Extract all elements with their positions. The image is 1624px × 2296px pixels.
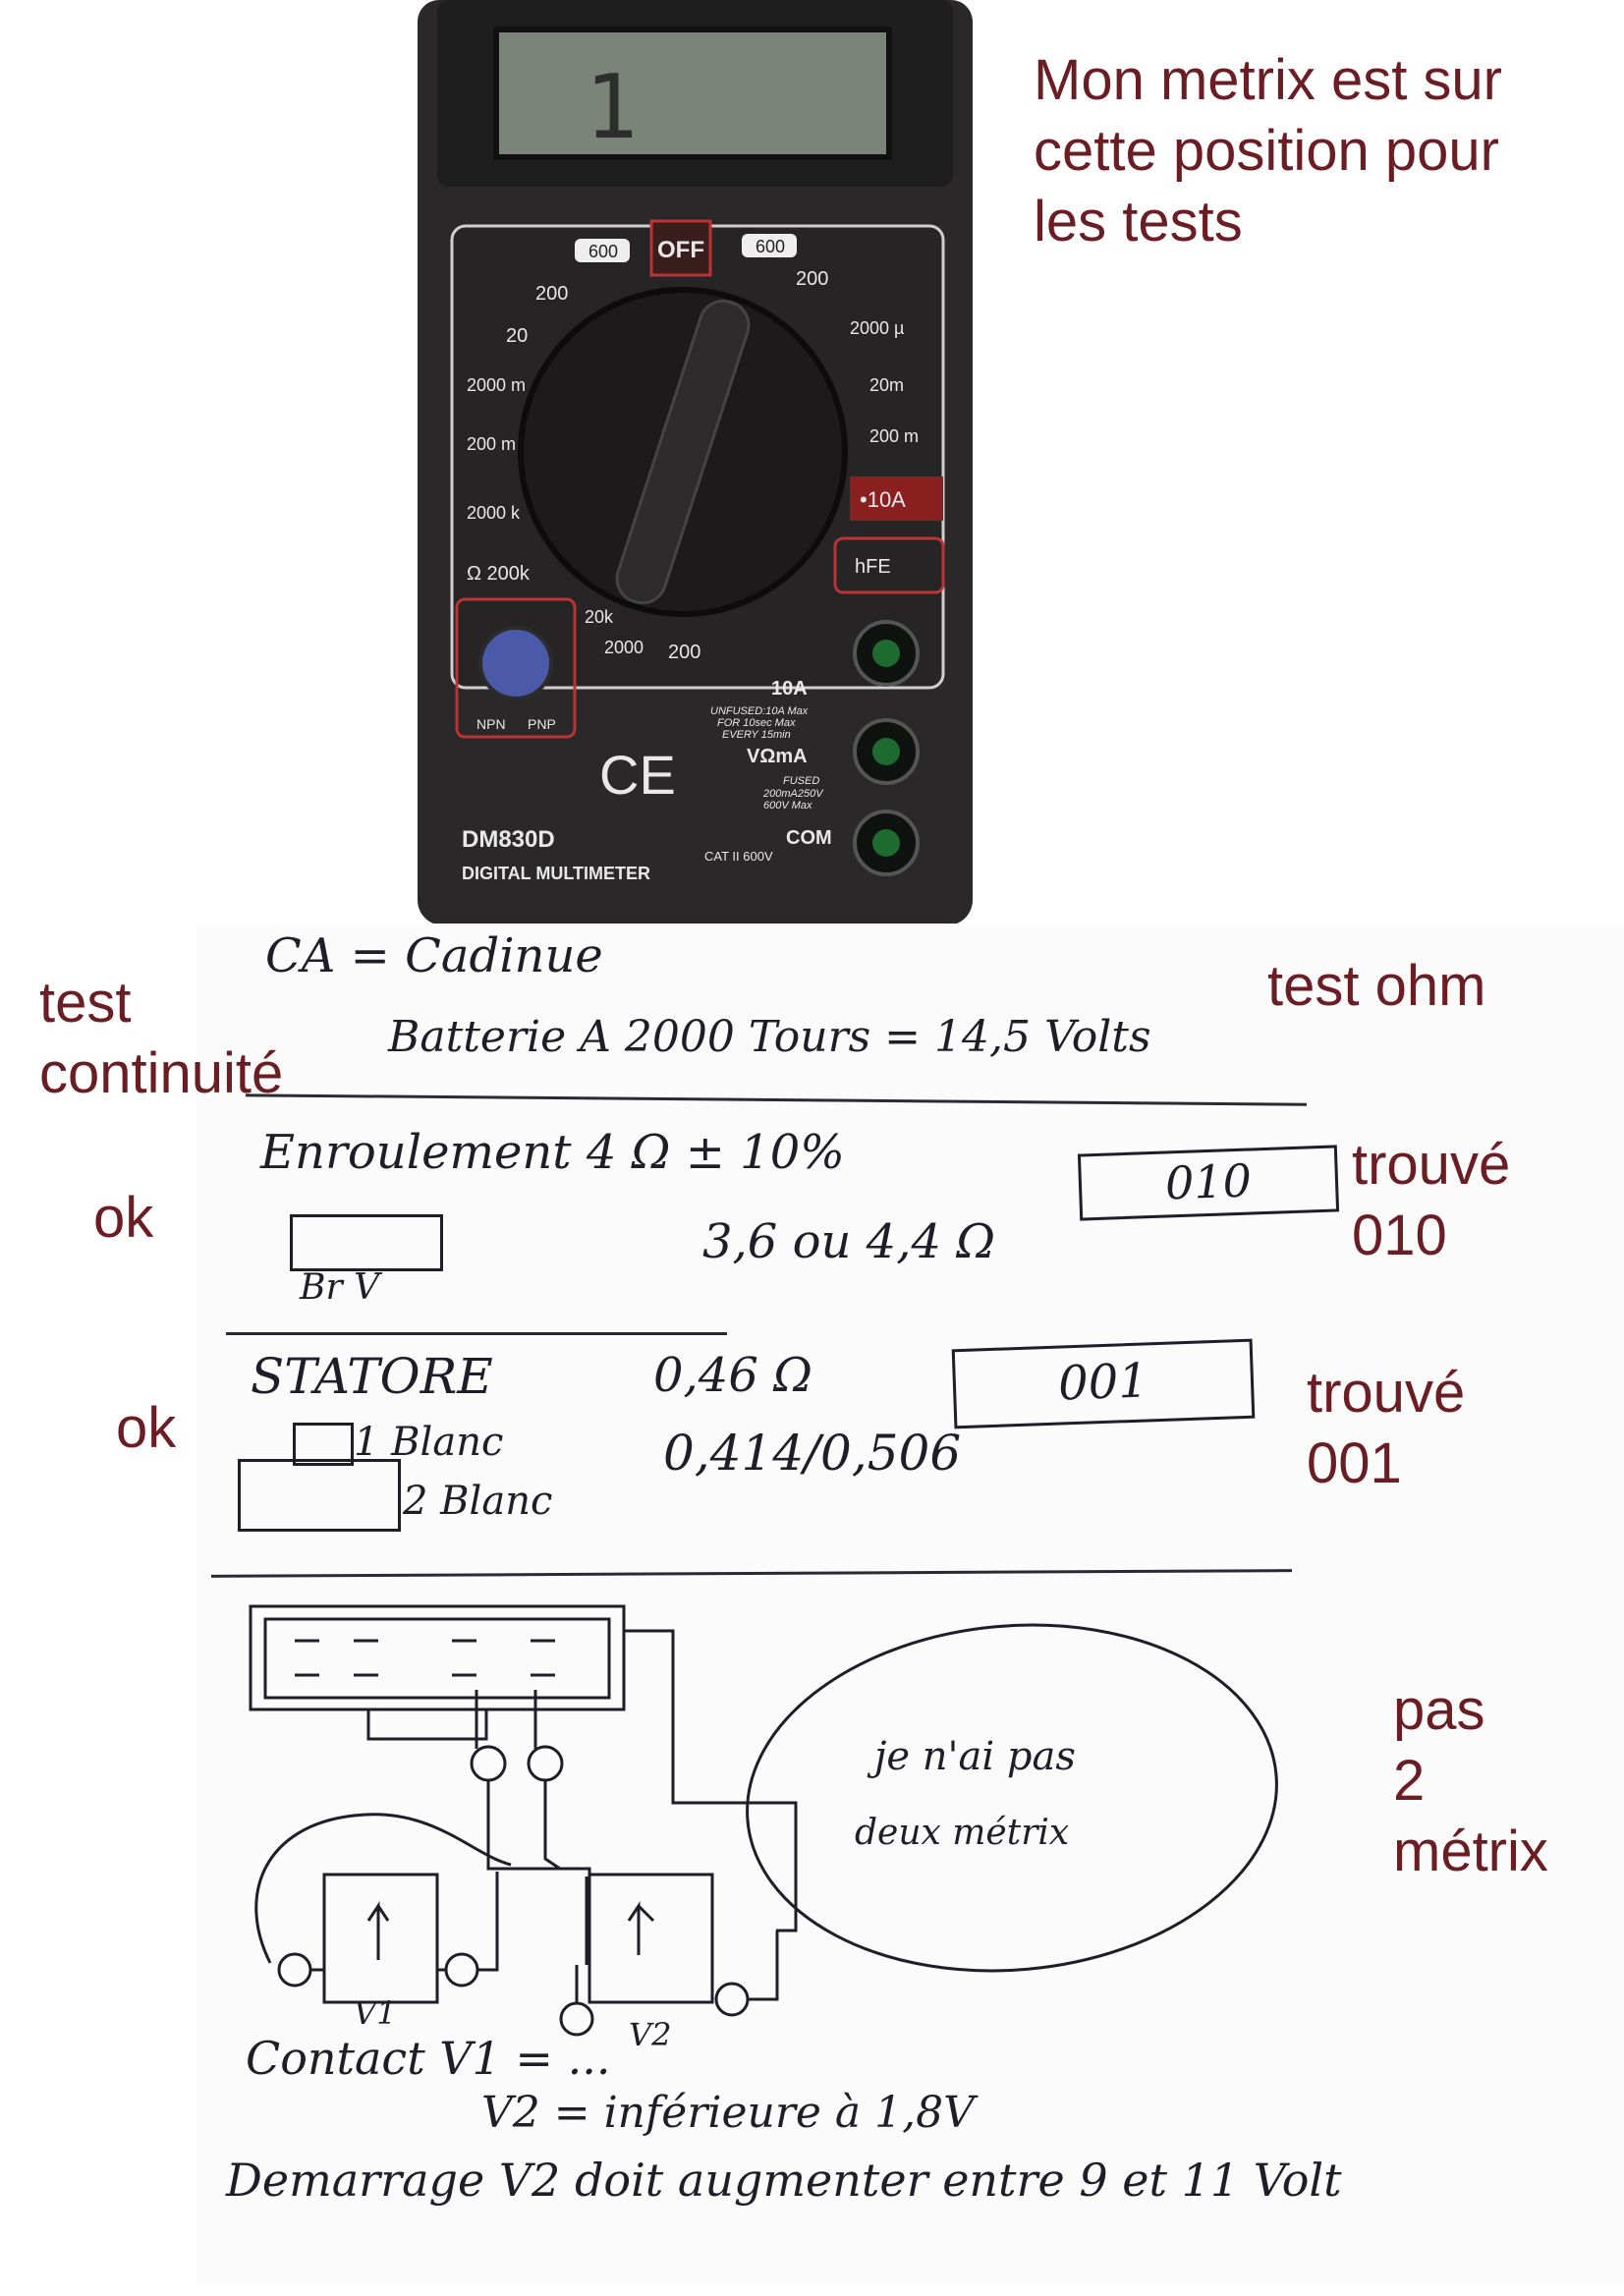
range-label: 2000 µ xyxy=(850,318,904,338)
fine-print: EVERY 15min xyxy=(722,729,791,741)
hand-note-blanc-2: 2 Blanc xyxy=(403,1479,553,1524)
fine-print: CAT II 600V xyxy=(704,849,773,864)
model-name: DM830D xyxy=(462,826,555,853)
pnp-label: PNP xyxy=(528,716,556,732)
annot-line: 001 xyxy=(1307,1430,1402,1495)
note-line: cette position pour xyxy=(1034,118,1499,183)
divider-line xyxy=(226,1332,727,1335)
off-label: OFF xyxy=(657,237,704,263)
hand-note-stator-range: 0,414/0,506 xyxy=(663,1425,962,1482)
ellipse-note-line: deux métrix xyxy=(855,1813,1070,1853)
range-label: 2000 xyxy=(604,638,644,657)
test-ohm-label: test ohm xyxy=(1267,954,1486,1018)
note-line: Mon metrix est sur xyxy=(1034,48,1502,112)
hand-note-ca: CA = Cadinue xyxy=(265,928,603,983)
annot-line: continuité xyxy=(39,1040,284,1105)
notebook-page xyxy=(196,924,1624,2284)
box-001: 001 xyxy=(951,1338,1256,1429)
note-line: les tests xyxy=(1034,189,1243,253)
connector-labels: Br V xyxy=(300,1267,380,1308)
annot-line: trouvé xyxy=(1307,1361,1466,1425)
voltmeter-v2-label: V2 xyxy=(629,2016,672,2053)
lcd-display xyxy=(493,27,892,160)
hand-note-blanc-1: 1 Blanc xyxy=(354,1420,504,1465)
range-label: Ω 200k xyxy=(467,563,531,585)
range-label: 200 xyxy=(796,268,828,290)
meter-position-note: Mon metrix est sur cette position pour l… xyxy=(1034,45,1502,257)
range-label: 20 xyxy=(506,325,528,347)
jack-label-10a: 10A xyxy=(771,678,808,700)
pas-2-metrix-label: pas 2 métrix xyxy=(1393,1675,1548,1887)
multimeter: 1 OFF 600 600 200 20 2000 m 200 m 2000 k… xyxy=(418,0,973,925)
range-label: 200 xyxy=(668,642,700,663)
fine-print: FUSED xyxy=(783,775,819,787)
range-label-10a: •10A xyxy=(860,487,906,512)
knob-pointer xyxy=(615,299,751,605)
hand-note-stator: STATORE xyxy=(251,1348,493,1405)
ok-label-1: ok xyxy=(93,1186,154,1250)
hand-note-stator-value: 0,46 Ω xyxy=(653,1348,812,1403)
box-010: 010 xyxy=(1077,1145,1340,1221)
jack-label-com: COM xyxy=(786,827,832,849)
range-label: 2000 k xyxy=(467,503,521,523)
hand-note-contact: Contact V1 = ... xyxy=(246,2032,611,2085)
ellipse-note-line: je n'ai pas xyxy=(874,1734,1076,1779)
fine-print: 600V Max xyxy=(763,800,812,812)
multimeter-illustration: 1 OFF 600 600 200 20 2000 m 200 m 2000 k… xyxy=(437,0,953,883)
ce-mark: CE xyxy=(599,744,676,806)
range-label-hfe: hFE xyxy=(855,556,891,578)
annot-line: métrix xyxy=(1393,1819,1548,1883)
annot-line: test xyxy=(39,971,132,1035)
stator-drawing-top xyxy=(293,1423,354,1466)
hand-note-v2: V2 = inférieure à 1,8V xyxy=(481,2088,975,2138)
npn-label: NPN xyxy=(476,716,506,732)
fine-print: FOR 10sec Max xyxy=(717,717,796,729)
jack-label-vomma: VΩmA xyxy=(747,746,808,767)
annot-line: trouvé xyxy=(1352,1133,1511,1197)
annot-line: 010 xyxy=(1352,1203,1447,1267)
connector-drawing xyxy=(290,1214,443,1271)
range-label: 20k xyxy=(585,607,614,627)
annot-line: 2 xyxy=(1393,1748,1426,1813)
box-010-value: 010 xyxy=(1164,1153,1253,1210)
voltmeter-v1-label: V1 xyxy=(354,1994,397,2032)
lcd-reading: 1 xyxy=(585,56,638,159)
hand-note-batterie: Batterie A 2000 Tours = 14,5 Volts xyxy=(388,1012,1151,1062)
range-label: 2000 m xyxy=(467,375,526,395)
fine-print: UNFUSED:10A Max xyxy=(710,705,809,717)
box-001-value: 001 xyxy=(1057,1353,1149,1412)
stator-drawing xyxy=(238,1459,401,1532)
range-label: 200 m xyxy=(467,434,516,454)
hand-note-enroulement: Enroulement 4 Ω ± 10% xyxy=(260,1125,845,1180)
range-label: 200 m xyxy=(869,426,919,446)
badge-600-right: 600 xyxy=(756,237,785,256)
badge-600-left: 600 xyxy=(588,242,618,261)
fine-print: 200mA250V xyxy=(762,788,824,800)
range-label: 20m xyxy=(869,375,904,395)
ok-label-2: ok xyxy=(116,1396,177,1460)
trouve-001-label: trouvé 001 xyxy=(1307,1358,1465,1499)
trouve-010-label: trouvé 010 xyxy=(1352,1130,1510,1271)
range-label: 200 xyxy=(535,283,568,305)
transistor-socket[interactable] xyxy=(478,626,553,700)
test-continuite-label: test continuité xyxy=(39,968,283,1109)
hand-note-range-1: 3,6 ou 4,4 Ω xyxy=(702,1214,996,1269)
hand-note-demarrage: Demarrage V2 doit augmenter entre 9 et 1… xyxy=(226,2154,1342,2207)
annot-line: pas xyxy=(1393,1678,1485,1742)
model-subtitle: DIGITAL MULTIMETER xyxy=(462,864,650,883)
